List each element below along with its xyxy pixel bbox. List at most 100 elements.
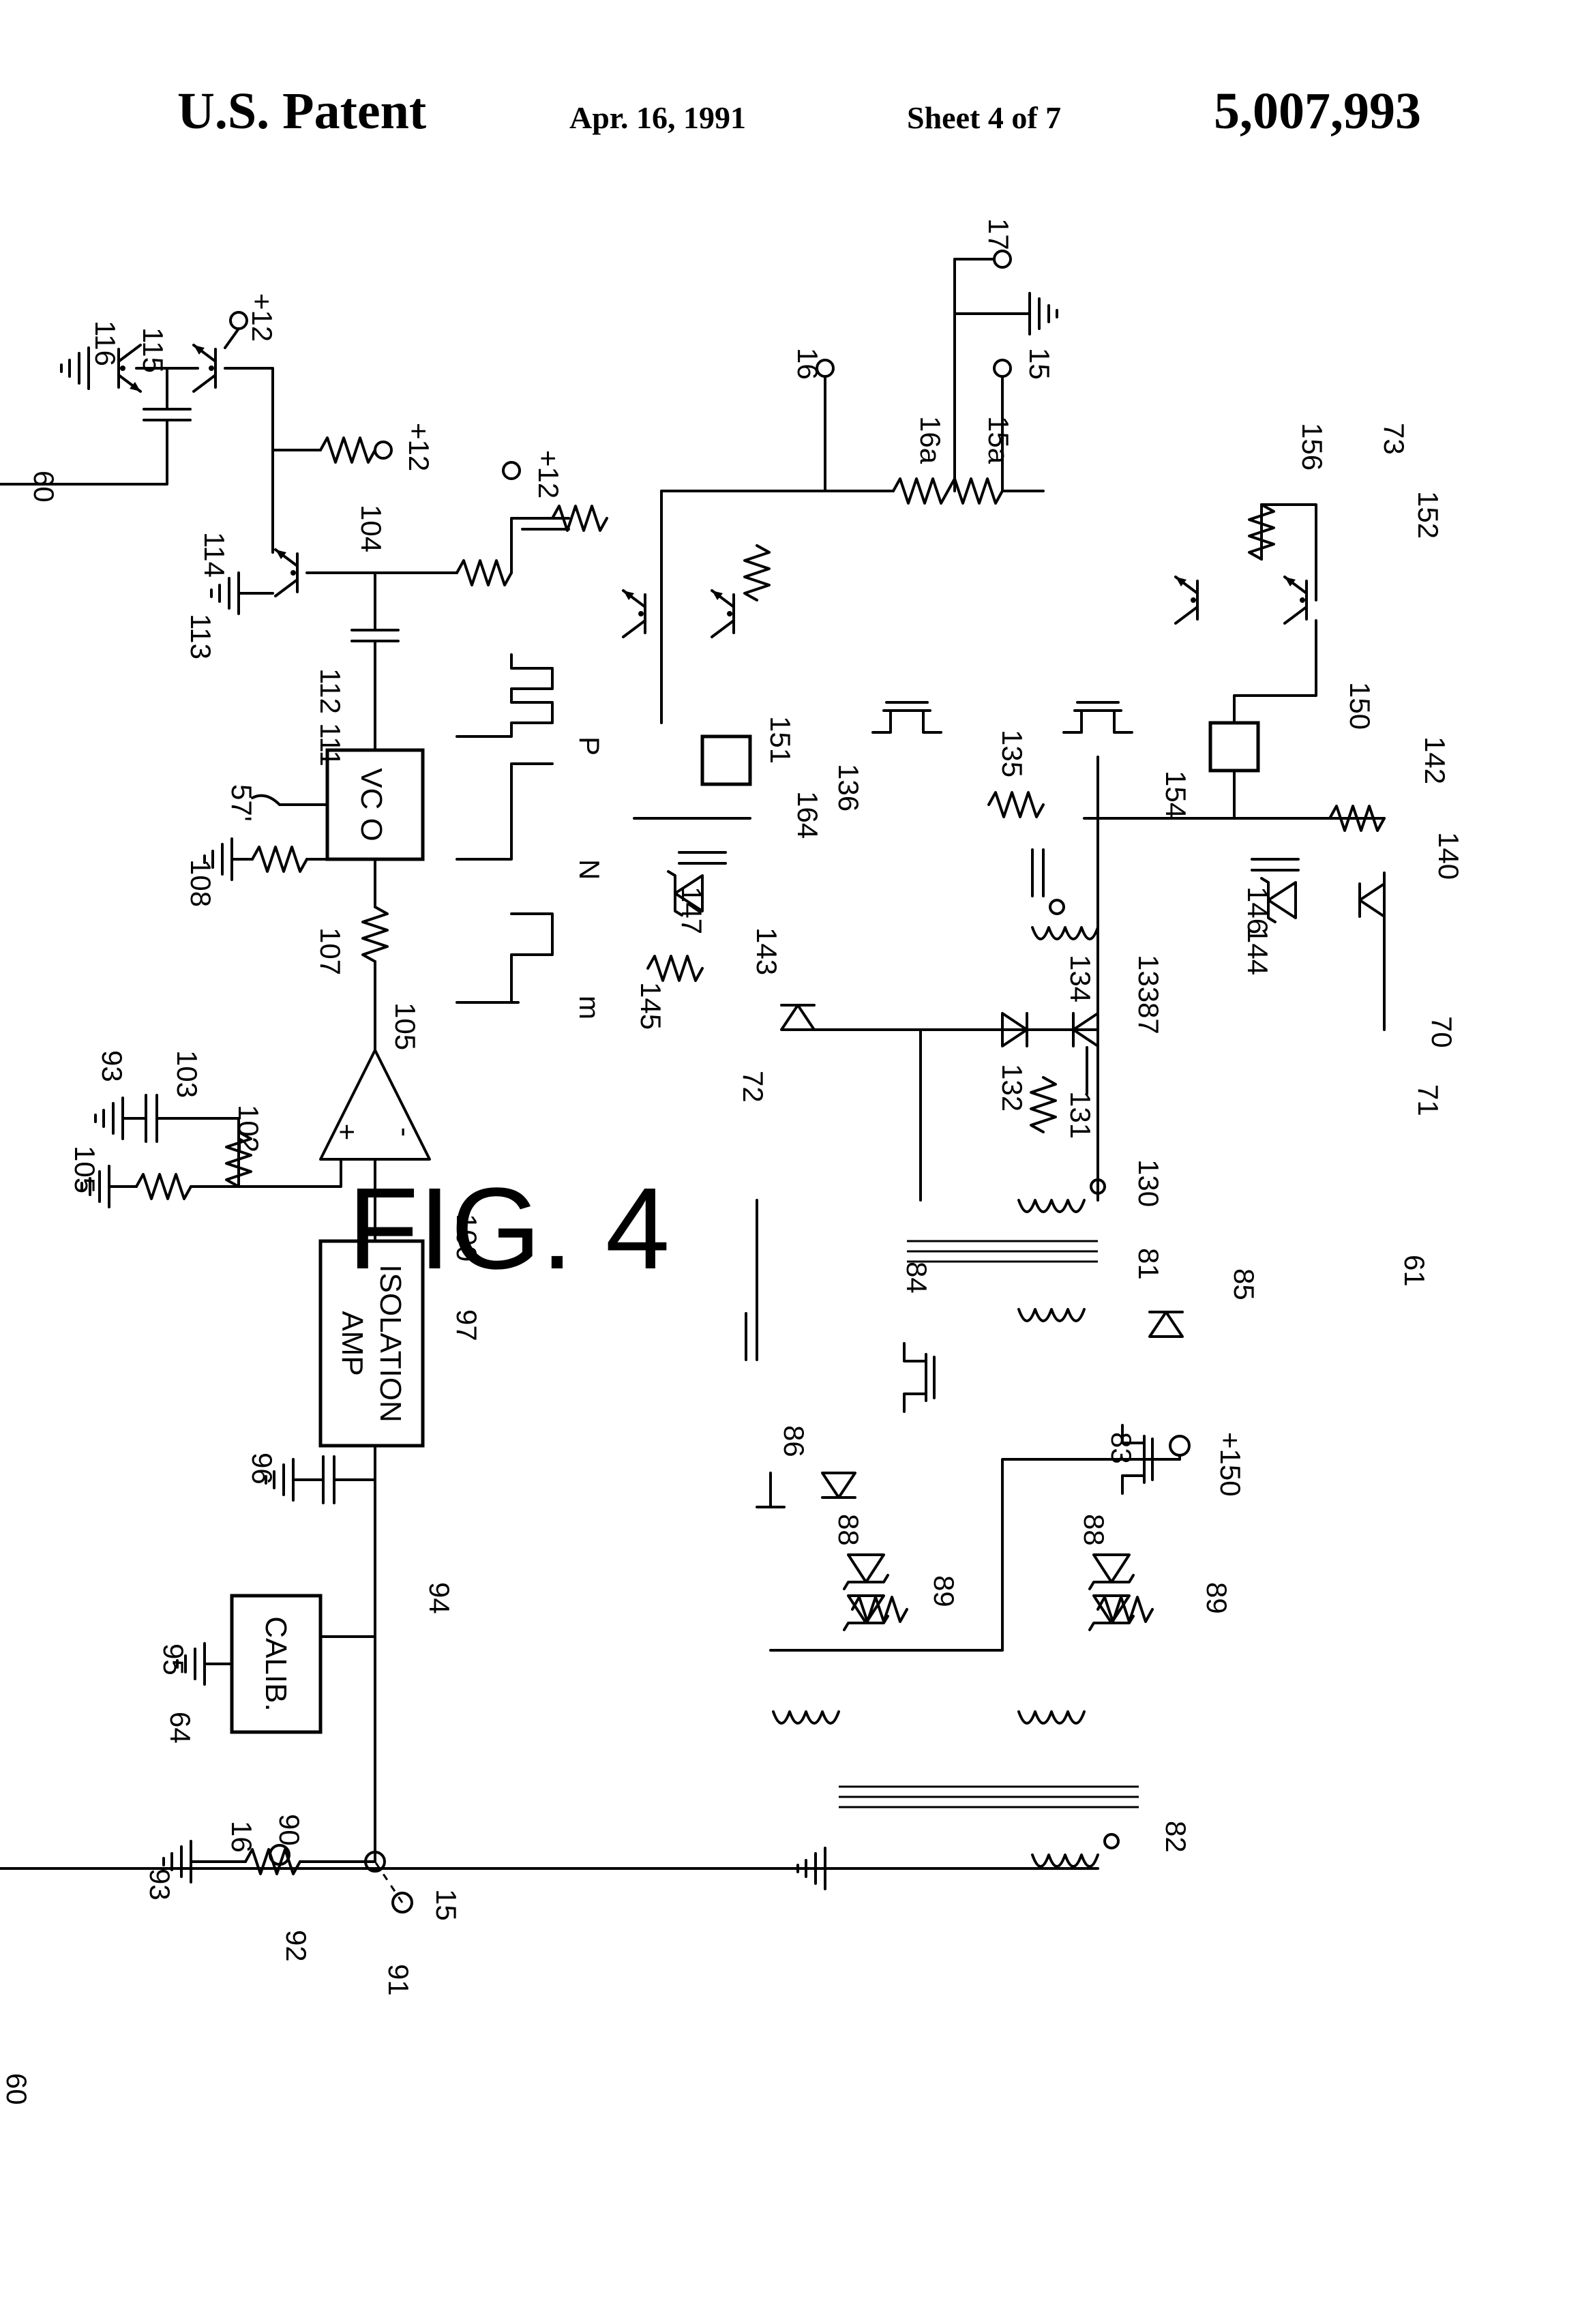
ref-70: 70 [1426,1016,1458,1048]
svg-text:P: P [573,736,606,756]
ref-93: 93 [144,1868,176,1901]
transistor-136 [873,702,941,732]
ref-133: 133 [1133,955,1165,1002]
resistor-130 [1031,1077,1056,1132]
ref-130: 130 [1133,1159,1165,1207]
ref-90: 90 [273,1814,305,1846]
ref-86: 86 [778,1425,810,1457]
ref-107: 107 [314,927,346,975]
ref-111: 111 [314,723,346,766]
capacitor-96 [323,1457,334,1503]
ref-94: 94 [423,1582,456,1614]
calib-label: CALIB. [259,1616,293,1711]
comparator [320,1050,430,1159]
ref-105: 105 [389,1002,421,1050]
ref-113: 113 [185,614,217,659]
ref-103: 103 [171,1050,203,1098]
diode-72 [781,1005,814,1030]
ref-115: 115 [137,327,169,373]
ref-132: 132 [996,1064,1028,1112]
ref-150: 150 [1344,682,1376,730]
ref-144: 144 [1242,927,1274,975]
ref-89: 89 [1201,1582,1233,1614]
transistor-lower-a [712,591,734,637]
supply-plus150 [1170,1436,1189,1455]
ref-164: 164 [792,791,824,839]
ref-85: 85 [1228,1268,1260,1300]
ref-84: 84 [901,1262,933,1294]
zener-88-a [1090,1555,1133,1589]
ref-73: 73 [1378,423,1410,455]
ref-60: 60 [1,2073,33,2105]
figure-caption: FIG. 4 [348,1164,670,1294]
terminal-17 [994,251,1011,267]
supply-plus12-b: +12 [403,423,435,471]
resistor-rail [989,792,1043,817]
capacitor-105 [146,1095,157,1142]
ref-156: 156 [1296,423,1328,471]
vco-label: VC O [355,768,388,841]
ref-135: 135 [996,730,1028,777]
ref-60: 60 [28,471,60,503]
capacitor-bias [522,518,569,529]
svg-text:N: N [573,859,606,880]
ref-112: 112 [314,668,346,714]
isolation-amp-line2: AMP [335,1311,369,1375]
waveform-p: P [457,655,606,756]
ref-15a: 15a [983,416,1015,464]
ref-71: 71 [1412,1084,1444,1116]
resistor-16a [893,479,948,503]
transistor-135 [1064,702,1132,732]
capacitor-146 [1252,859,1298,870]
transformer-secondary [1019,1200,1084,1212]
ref-102: 102 [233,1105,265,1152]
ref-134: 134 [1064,955,1096,1002]
gate-winding-a [1019,1712,1084,1723]
ref-151: 151 [764,716,796,764]
schematic-body: CALIB. ISOLATION AMP - + [0,218,1465,2105]
resistor-bias [457,561,511,585]
ref-154: 154 [1160,771,1192,818]
resistor-107 [363,907,387,962]
ref-116: 116 [89,321,121,366]
resistor-driver-lower [745,546,769,600]
ref-152: 152 [1412,491,1444,539]
transistor-lower-b [623,591,645,637]
ref-136: 136 [833,764,865,811]
diode-140 [1360,884,1384,917]
ref-16: 16 [792,348,824,380]
zener-88-c [844,1555,888,1589]
ground-symbol [95,1098,123,1139]
terminal-15 [994,360,1011,376]
transistor-152-lower [1176,577,1197,623]
ref-105: 105 [69,1146,101,1193]
ref-88: 88 [833,1514,865,1546]
svg-text:-: - [389,1127,421,1137]
ref-83: 83 [1105,1432,1137,1464]
ref-93: 93 [96,1050,128,1082]
ref-82: 82 [1160,1821,1192,1853]
ref-72: 72 [737,1071,769,1103]
ref-147: 147 [676,887,708,934]
resistor-92 [245,1849,300,1874]
ref-87: 87 [1133,1002,1165,1034]
ref-143: 143 [751,927,783,975]
ref-108: 108 [185,859,217,907]
ref-57-prime: 57' [226,784,258,822]
resistor-143 [648,956,702,981]
ref-97: 97 [451,1309,483,1341]
supply-plus12-a: +12 [533,450,565,498]
supply-plus150-label: +150 [1214,1432,1247,1497]
optocoupler-150 [1210,723,1258,771]
ref-96: 96 [246,1452,278,1485]
ref-95: 95 [158,1643,190,1675]
ref-16a: 16a [914,416,946,464]
ref-17: 17 [983,218,1015,250]
ground-symbol [61,348,89,389]
capacitor-134 [1032,850,1043,896]
diode-85 [1150,1312,1182,1337]
ref-64: 64 [164,1712,196,1744]
ref-65: 65 [0,368,5,400]
capacitor-output [746,1313,757,1360]
